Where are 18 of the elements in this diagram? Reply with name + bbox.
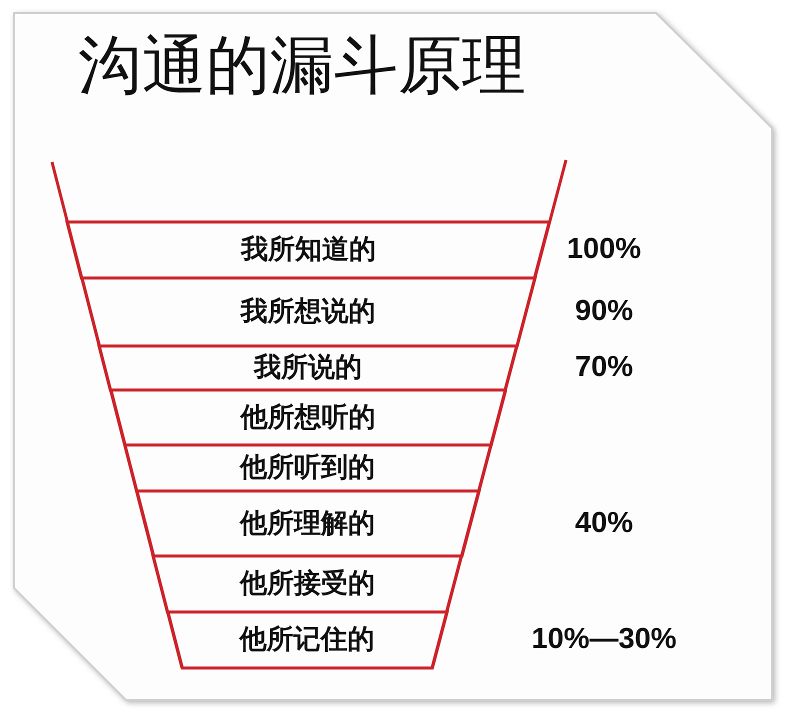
percentage-label: 70% (574, 352, 634, 384)
band-label: 我所想说的 (240, 297, 376, 327)
band-label: 他所理解的 (240, 508, 375, 538)
band-label: 我所知道的 (240, 235, 376, 265)
funnel-band (97, 344, 519, 392)
funnel-band (80, 276, 537, 348)
band-label: 他所接受的 (240, 569, 375, 599)
title: 沟通的漏斗原理 (78, 30, 526, 104)
funnel-band (122, 443, 493, 493)
funnel-band (151, 554, 464, 614)
percentage-label: 40% (574, 508, 634, 540)
percentage-label: 10%—30% (531, 624, 677, 656)
percentage-label: 100% (566, 234, 642, 266)
band-label: 他所听到的 (240, 453, 376, 483)
band-label: 他所记住的 (240, 625, 375, 655)
band-label: 他所想听的 (240, 402, 376, 432)
percentage-label: 90% (574, 296, 634, 328)
band-label: 我所说的 (254, 353, 362, 383)
